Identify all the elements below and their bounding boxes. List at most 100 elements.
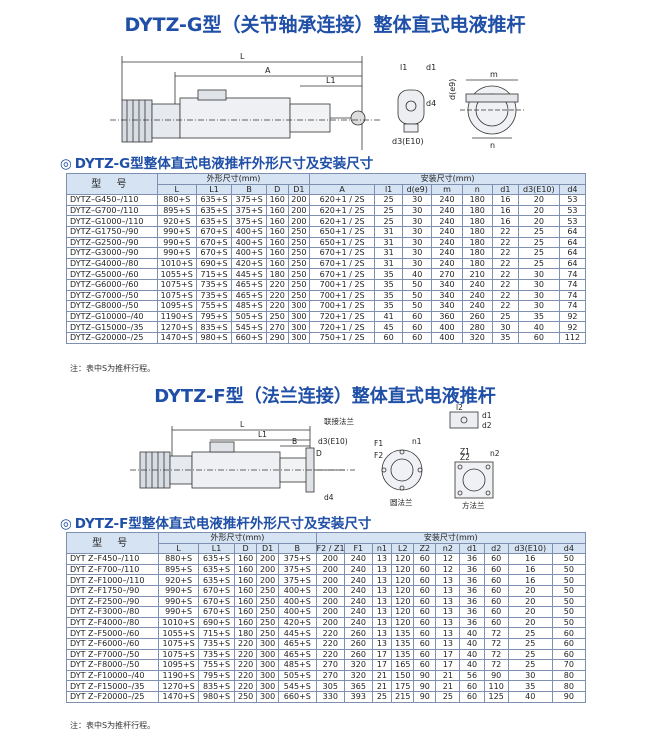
value-cell: 21 bbox=[435, 680, 461, 692]
column-header: L bbox=[158, 542, 199, 555]
f-label-flange: 联接法兰 bbox=[324, 416, 354, 426]
model-cell: DYT Z–F3000–/80 bbox=[65, 606, 160, 618]
value-cell: 670+S bbox=[195, 225, 233, 238]
value-cell: 36 bbox=[459, 563, 485, 576]
value-cell: 465+S bbox=[278, 648, 317, 661]
value-cell: 880+S bbox=[156, 194, 197, 206]
column-header: d3(E10) bbox=[517, 183, 560, 196]
value-cell: 250 bbox=[234, 690, 258, 703]
value-cell: 635+S bbox=[197, 574, 236, 586]
value-cell: 17 bbox=[371, 648, 393, 661]
f-label-d3: d3(E10) bbox=[318, 437, 348, 446]
value-cell: 635+S bbox=[195, 215, 233, 227]
value-cell: 220 bbox=[234, 680, 258, 692]
value-cell: 74 bbox=[558, 268, 587, 280]
value-cell: 90 bbox=[413, 690, 437, 703]
value-cell: 50 bbox=[551, 616, 587, 629]
value-cell: 17 bbox=[435, 648, 461, 661]
value-cell: 20 bbox=[517, 194, 560, 206]
dim-label-n: n bbox=[490, 141, 495, 150]
value-cell: 215 bbox=[391, 690, 415, 703]
model-cell: DYT Z–F8000–/50 bbox=[65, 659, 160, 671]
model-cell: DYTZ–G6000–/60 bbox=[66, 278, 158, 291]
model-cell: DYT Z–F5000–/60 bbox=[65, 627, 160, 639]
model-cell: DYTZ–G2500–/90 bbox=[66, 236, 158, 249]
value-cell: 670+S bbox=[195, 236, 233, 249]
value-cell: 420+S bbox=[231, 257, 267, 270]
value-cell: 180 bbox=[461, 247, 493, 259]
bullseye-icon: ◎ bbox=[60, 516, 72, 532]
model-cell: DYT Z–F20000–/25 bbox=[65, 690, 160, 703]
value-cell: 545+S bbox=[231, 321, 267, 333]
value-cell: 160 bbox=[265, 247, 289, 259]
value-cell: 735+S bbox=[195, 278, 233, 291]
value-cell: 200 bbox=[256, 574, 280, 586]
value-cell: 13 bbox=[371, 595, 393, 608]
value-cell: 20 bbox=[517, 204, 560, 217]
column-header: F1 bbox=[344, 542, 373, 555]
value-cell: 200 bbox=[256, 553, 280, 565]
model-cell: DYT Z–F450–/110 bbox=[65, 553, 160, 565]
value-cell: 120 bbox=[391, 574, 415, 586]
value-cell: 53 bbox=[558, 194, 587, 206]
value-cell: 990+S bbox=[156, 236, 197, 249]
value-cell: 735+S bbox=[195, 289, 233, 302]
value-cell: 120 bbox=[391, 553, 415, 565]
value-cell: 150 bbox=[391, 669, 415, 682]
value-cell: 465+S bbox=[231, 278, 267, 291]
value-cell: 1270+S bbox=[158, 680, 199, 692]
value-cell: 240 bbox=[431, 247, 463, 259]
value-cell: 22 bbox=[491, 278, 519, 291]
value-cell: 40 bbox=[459, 659, 485, 671]
section-g-title: DYTZ-G型（关节轴承连接）整体直式电液推杆 bbox=[124, 14, 526, 36]
model-cell: DYTZ–G450–/110 bbox=[66, 194, 158, 206]
value-cell: 120 bbox=[391, 595, 415, 608]
value-cell: 64 bbox=[558, 247, 587, 259]
column-header: n1 bbox=[371, 542, 393, 555]
value-cell: 340 bbox=[431, 300, 463, 312]
value-cell: 135 bbox=[391, 637, 415, 650]
value-cell: 25 bbox=[517, 247, 560, 259]
value-cell: 300 bbox=[287, 331, 311, 344]
value-cell: 980+S bbox=[195, 331, 233, 344]
column-header: B bbox=[231, 183, 267, 196]
column-header: L1 bbox=[195, 183, 233, 196]
value-cell: 60 bbox=[551, 637, 587, 650]
dim-label-L: L bbox=[240, 52, 245, 61]
value-cell: 400 bbox=[431, 331, 463, 344]
value-cell: 220 bbox=[315, 627, 346, 639]
value-cell: 250 bbox=[287, 225, 311, 238]
value-cell: 180 bbox=[461, 215, 493, 227]
column-header: d(e9) bbox=[402, 183, 433, 196]
value-cell: 200 bbox=[287, 194, 311, 206]
value-cell: 35 bbox=[517, 310, 560, 323]
f-label-F2: F2 bbox=[374, 451, 383, 460]
value-cell: 25 bbox=[507, 648, 553, 661]
value-cell: 60 bbox=[402, 321, 433, 333]
value-cell: 700+1 / 2S bbox=[309, 300, 376, 312]
value-cell: 25 bbox=[507, 627, 553, 639]
value-cell: 220 bbox=[234, 659, 258, 671]
value-cell: 16 bbox=[507, 563, 553, 576]
value-cell: 240 bbox=[431, 194, 463, 206]
value-cell: 13 bbox=[435, 616, 461, 629]
value-cell: 25 bbox=[517, 225, 560, 238]
model-cell: DYTZ–G5000–/60 bbox=[66, 268, 158, 280]
value-cell: 445+S bbox=[278, 627, 317, 639]
value-cell: 16 bbox=[507, 553, 553, 565]
value-cell: 1095+S bbox=[156, 300, 197, 312]
dim-label-d1: d1 bbox=[426, 63, 436, 72]
model-cell: DYT Z–F1000–/110 bbox=[65, 574, 160, 586]
value-cell: 895+S bbox=[158, 563, 199, 576]
value-cell: 60 bbox=[483, 574, 509, 586]
model-cell: DYTZ–G15000–/35 bbox=[66, 321, 158, 333]
value-cell: 200 bbox=[315, 574, 346, 586]
value-cell: 60 bbox=[551, 627, 587, 639]
value-cell: 620+1 / 2S bbox=[309, 215, 376, 227]
value-cell: 375+S bbox=[278, 553, 317, 565]
